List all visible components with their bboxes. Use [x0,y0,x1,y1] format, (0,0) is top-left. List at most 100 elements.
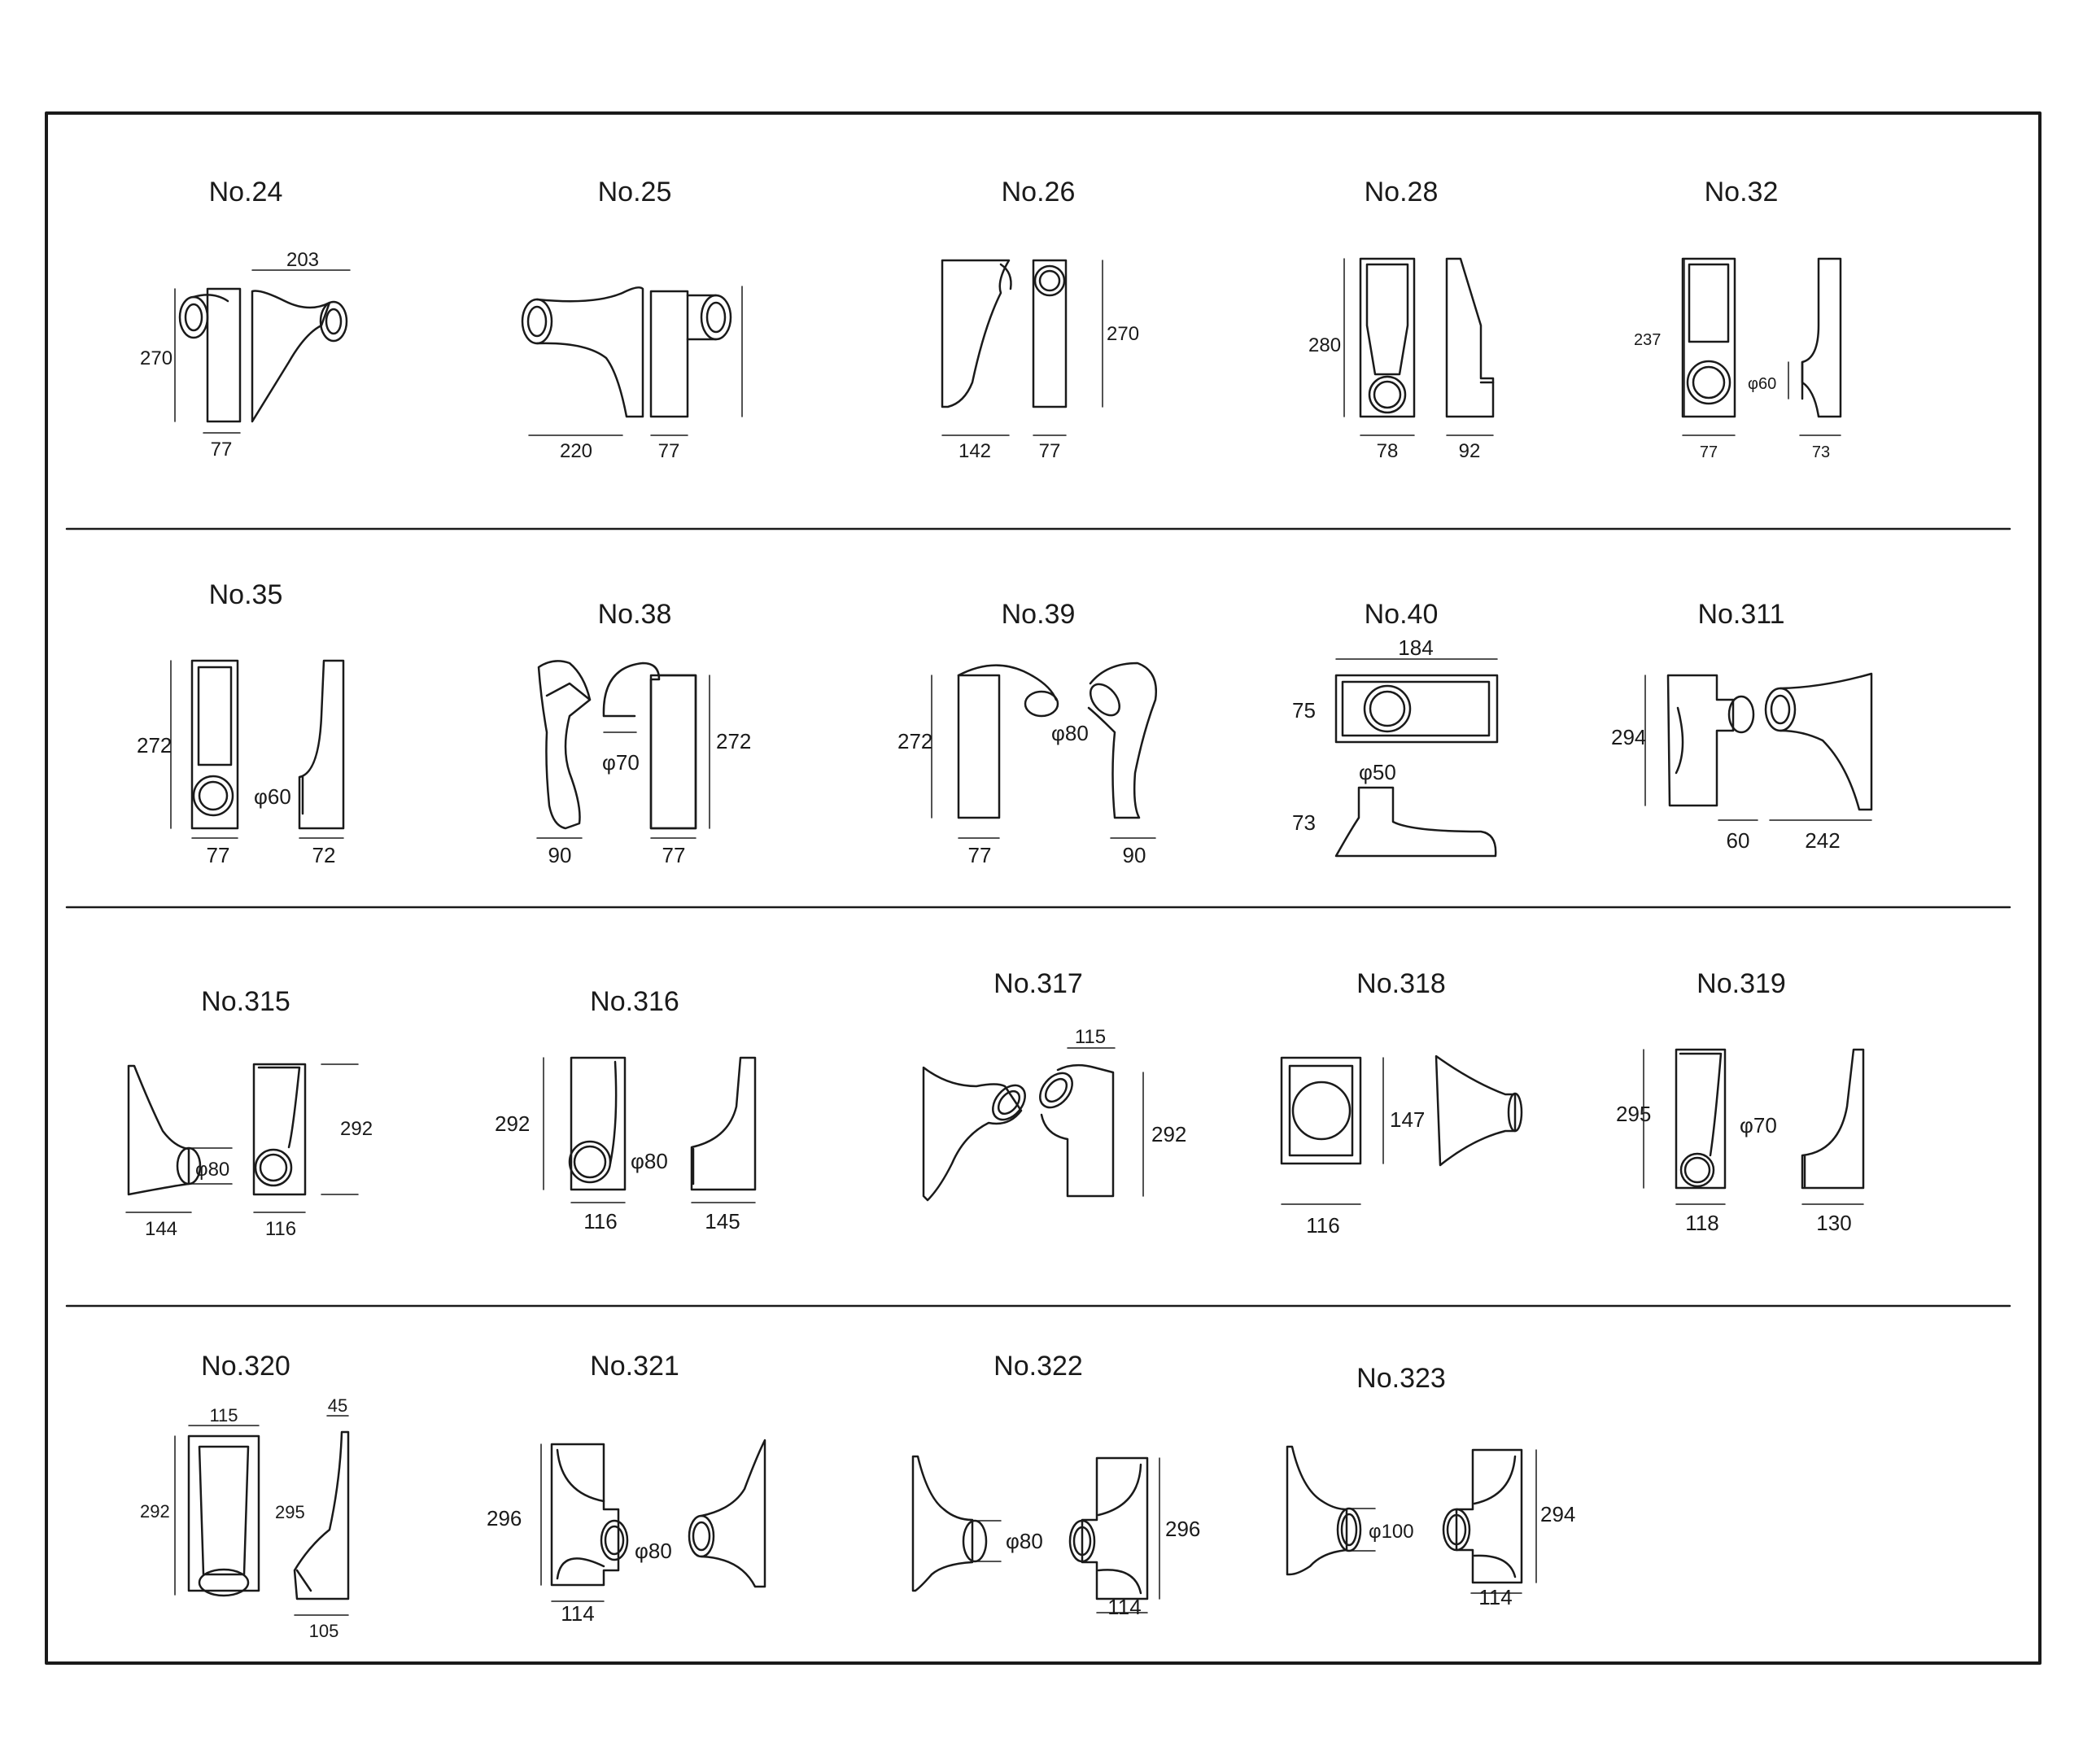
dim-label: φ60 [1748,375,1776,393]
item-no26: No.26 270 142 77 [941,177,1139,462]
item-no323: No.323 φ100 294 114 [1286,1363,1575,1609]
dim-label: 115 [209,1405,238,1426]
item-no315: No.315 φ80 292 144 116 [125,986,373,1240]
item-title: No.311 [1697,599,1784,630]
dim-label: 116 [1306,1213,1339,1238]
dim-label: 295 [275,1502,305,1522]
item-no321: No.321 296 φ80 114 [487,1351,766,1626]
outer-frame [45,111,2042,1665]
item-no320: No.320 115 292 45 295 105 [140,1351,350,1641]
item-no322: No.322 φ80 296 114 [911,1351,1200,1619]
item-no317: No.317 115 292 [922,968,1186,1202]
dim-label: φ80 [195,1159,229,1181]
dim-label: 77 [658,440,680,462]
item-title: No.322 [993,1351,1083,1382]
dim-label: 116 [265,1218,296,1240]
dim-label: 272 [897,729,932,753]
item-no38: No.38 φ70 90 77 272 [536,599,751,867]
item-title: No.323 [1356,1363,1446,1394]
item-title: No.26 [1002,177,1076,207]
item-title: No.316 [590,986,679,1017]
dim-label: 130 [1816,1211,1851,1235]
item-no28: No.28 280 78 92 [1308,177,1495,462]
dim-label: φ80 [635,1539,672,1563]
dim-label: φ70 [602,750,640,775]
dim-label: 280 [1308,334,1341,356]
dim-label: φ100 [1369,1521,1414,1543]
dim-label: 270 [1107,323,1139,345]
dim-label: 184 [1398,635,1433,660]
dim-label: 60 [1727,828,1750,853]
dim-label: 78 [1377,440,1399,462]
item-title: No.318 [1356,968,1446,999]
dim-label: 292 [340,1118,373,1140]
item-title: No.317 [993,968,1083,999]
item-title: No.35 [209,579,283,610]
item-title: No.315 [201,986,290,1017]
dim-label: 77 [662,843,686,867]
dim-label: 45 [328,1395,347,1416]
dim-label: 77 [211,439,233,461]
dim-label: 296 [1165,1517,1200,1541]
dim-label: 294 [1540,1502,1575,1526]
dim-label: φ80 [1006,1529,1043,1553]
item-no318: No.318 147 116 [1280,968,1523,1238]
dim-label: 73 [1292,810,1316,835]
dim-label: 142 [959,440,991,462]
dim-label: 144 [145,1218,177,1240]
item-title: No.320 [201,1351,290,1382]
dim-label: 147 [1390,1107,1425,1132]
dim-label: 90 [548,843,572,867]
dim-label: 114 [561,1601,594,1626]
dim-label: 77 [968,843,992,867]
item-title: No.28 [1365,177,1439,207]
item-title: No.24 [209,177,283,207]
item-no24: No.24 203 270 77 [140,177,351,461]
item-no40: No.40 184 75 φ50 73 [1292,599,1499,858]
item-no311: No.311 294 60 242 [1611,599,1873,853]
dim-label: φ50 [1359,760,1396,784]
item-title: No.321 [590,1351,679,1382]
dim-label: 270 [140,347,172,369]
item-no25: No.25 220 77 [521,177,743,462]
dim-label: 292 [140,1501,170,1522]
dim-label: 77 [207,843,230,867]
dim-label: 220 [560,440,592,462]
dim-label: 73 [1812,443,1830,461]
item-no319: No.319 295 φ70 118 130 [1616,968,1865,1235]
dim-label: 292 [1151,1122,1186,1146]
dim-label: 115 [1075,1026,1106,1048]
dim-label: 77 [1700,443,1718,461]
dim-label: 72 [312,843,336,867]
dim-label: 114 [1478,1585,1512,1609]
dim-label: 114 [1107,1595,1141,1619]
item-title: No.32 [1705,177,1779,207]
dim-label: φ60 [254,784,291,809]
dim-label: 294 [1611,725,1646,749]
dim-label: 90 [1123,843,1146,867]
dim-label: φ70 [1740,1113,1777,1137]
dim-label: 242 [1805,828,1840,853]
item-title: No.319 [1697,968,1786,999]
dim-label: 75 [1292,698,1316,723]
dim-label: 295 [1616,1102,1651,1126]
item-no35: No.35 272 φ60 77 72 [137,579,345,867]
item-no39: No.39 272 φ80 77 90 [897,599,1157,867]
dim-label: φ80 [1051,721,1089,745]
dim-label: 296 [487,1506,522,1530]
item-title: No.39 [1002,599,1076,630]
dim-label: 272 [716,729,751,753]
item-no316: No.316 292 φ80 116 145 [495,986,757,1233]
dim-label: 272 [137,733,172,758]
dim-label: 92 [1459,440,1481,462]
dim-label: 145 [705,1209,740,1233]
dim-label: 292 [495,1111,530,1136]
dim-label: 77 [1039,440,1061,462]
dim-label: 118 [1685,1211,1718,1235]
dim-label: 116 [583,1209,617,1233]
item-title: No.38 [598,599,672,630]
dim-label: 203 [286,249,319,271]
item-title: No.40 [1365,599,1439,630]
